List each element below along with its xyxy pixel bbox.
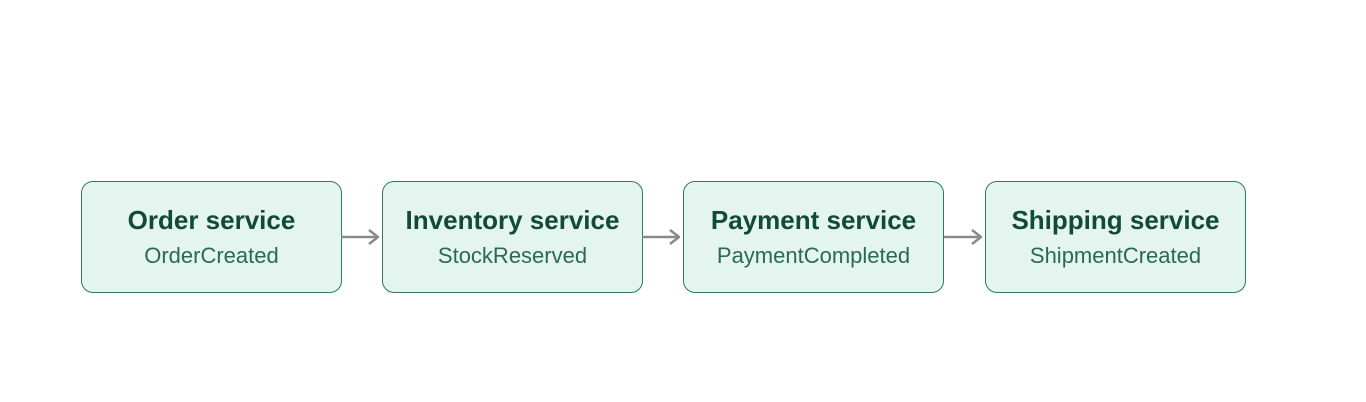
node-event: OrderCreated — [144, 243, 279, 268]
arrow-payment-to-shipping — [944, 229, 983, 245]
node-event: PaymentCompleted — [716, 243, 911, 268]
node-event: StockReserved — [437, 243, 588, 268]
node-shipping-service: Shipping service ShipmentCreated — [985, 181, 1246, 293]
node-title: Shipping service — [1011, 205, 1220, 235]
node-title: Payment service — [710, 205, 917, 235]
node-title: Order service — [127, 205, 296, 235]
node-event: ShipmentCreated — [1029, 243, 1202, 268]
arrow-order-to-inventory — [341, 229, 380, 245]
node-title: Inventory service — [405, 205, 620, 235]
arrow-inventory-to-payment — [642, 229, 681, 245]
node-payment-service: Payment service PaymentCompleted — [683, 181, 944, 293]
node-inventory-service: Inventory service StockReserved — [382, 181, 643, 293]
node-order-service: Order service OrderCreated — [81, 181, 342, 293]
